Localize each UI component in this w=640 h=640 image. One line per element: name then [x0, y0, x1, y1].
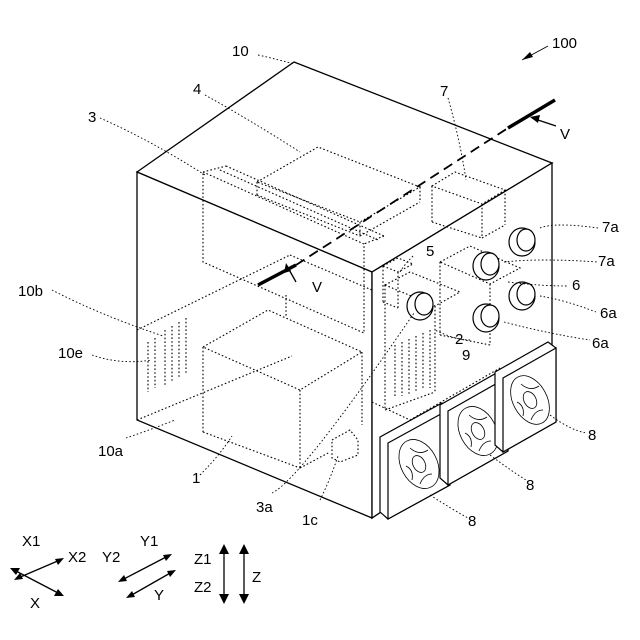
label-10e: 10e	[58, 345, 83, 362]
label-1c: 1c	[302, 512, 318, 529]
axis-z: Z	[252, 569, 261, 586]
label-7a-upper: 7a	[602, 219, 619, 236]
axis-x2: X2	[68, 549, 86, 566]
axis-y1: Y1	[140, 533, 158, 550]
label-5: 5	[426, 243, 434, 260]
knob-7a-upper	[509, 228, 535, 256]
label-1: 1	[192, 470, 200, 487]
axis-x: X	[30, 595, 40, 612]
axis-y2: Y2	[102, 549, 120, 566]
label-9: 9	[462, 347, 470, 364]
axis-x1: X1	[22, 533, 40, 550]
label-6: 6	[572, 277, 580, 294]
label-3a: 3a	[256, 499, 273, 516]
axis-y: Y	[154, 587, 164, 604]
axis-z1: Z1	[194, 551, 212, 568]
label-v-left: V	[312, 279, 322, 296]
label-6a-upper: 6a	[600, 305, 617, 322]
knob-7a-lower	[473, 252, 499, 280]
label-100: 100	[552, 35, 577, 52]
label-8-right: 8	[588, 427, 596, 444]
label-8-left: 8	[468, 513, 476, 530]
label-2: 2	[455, 331, 463, 348]
label-8-middle: 8	[526, 477, 534, 494]
knob-3a	[407, 292, 433, 320]
axis-legend: X1 X2 X Y2 Y1 Y Z1 Z2 Z	[10, 533, 261, 612]
label-v-top: V	[560, 126, 570, 143]
label-4: 4	[193, 81, 201, 98]
label-10a: 10a	[98, 443, 124, 460]
label-3: 3	[88, 109, 96, 126]
label-10: 10	[232, 43, 249, 60]
knob-6a-upper	[509, 282, 535, 310]
axis-z2: Z2	[194, 579, 212, 596]
knob-6a-lower	[473, 304, 499, 332]
label-6a-lower: 6a	[592, 335, 609, 352]
label-7a-lower: 7a	[598, 253, 615, 270]
label-10b: 10b	[18, 283, 43, 300]
label-7: 7	[440, 83, 448, 100]
